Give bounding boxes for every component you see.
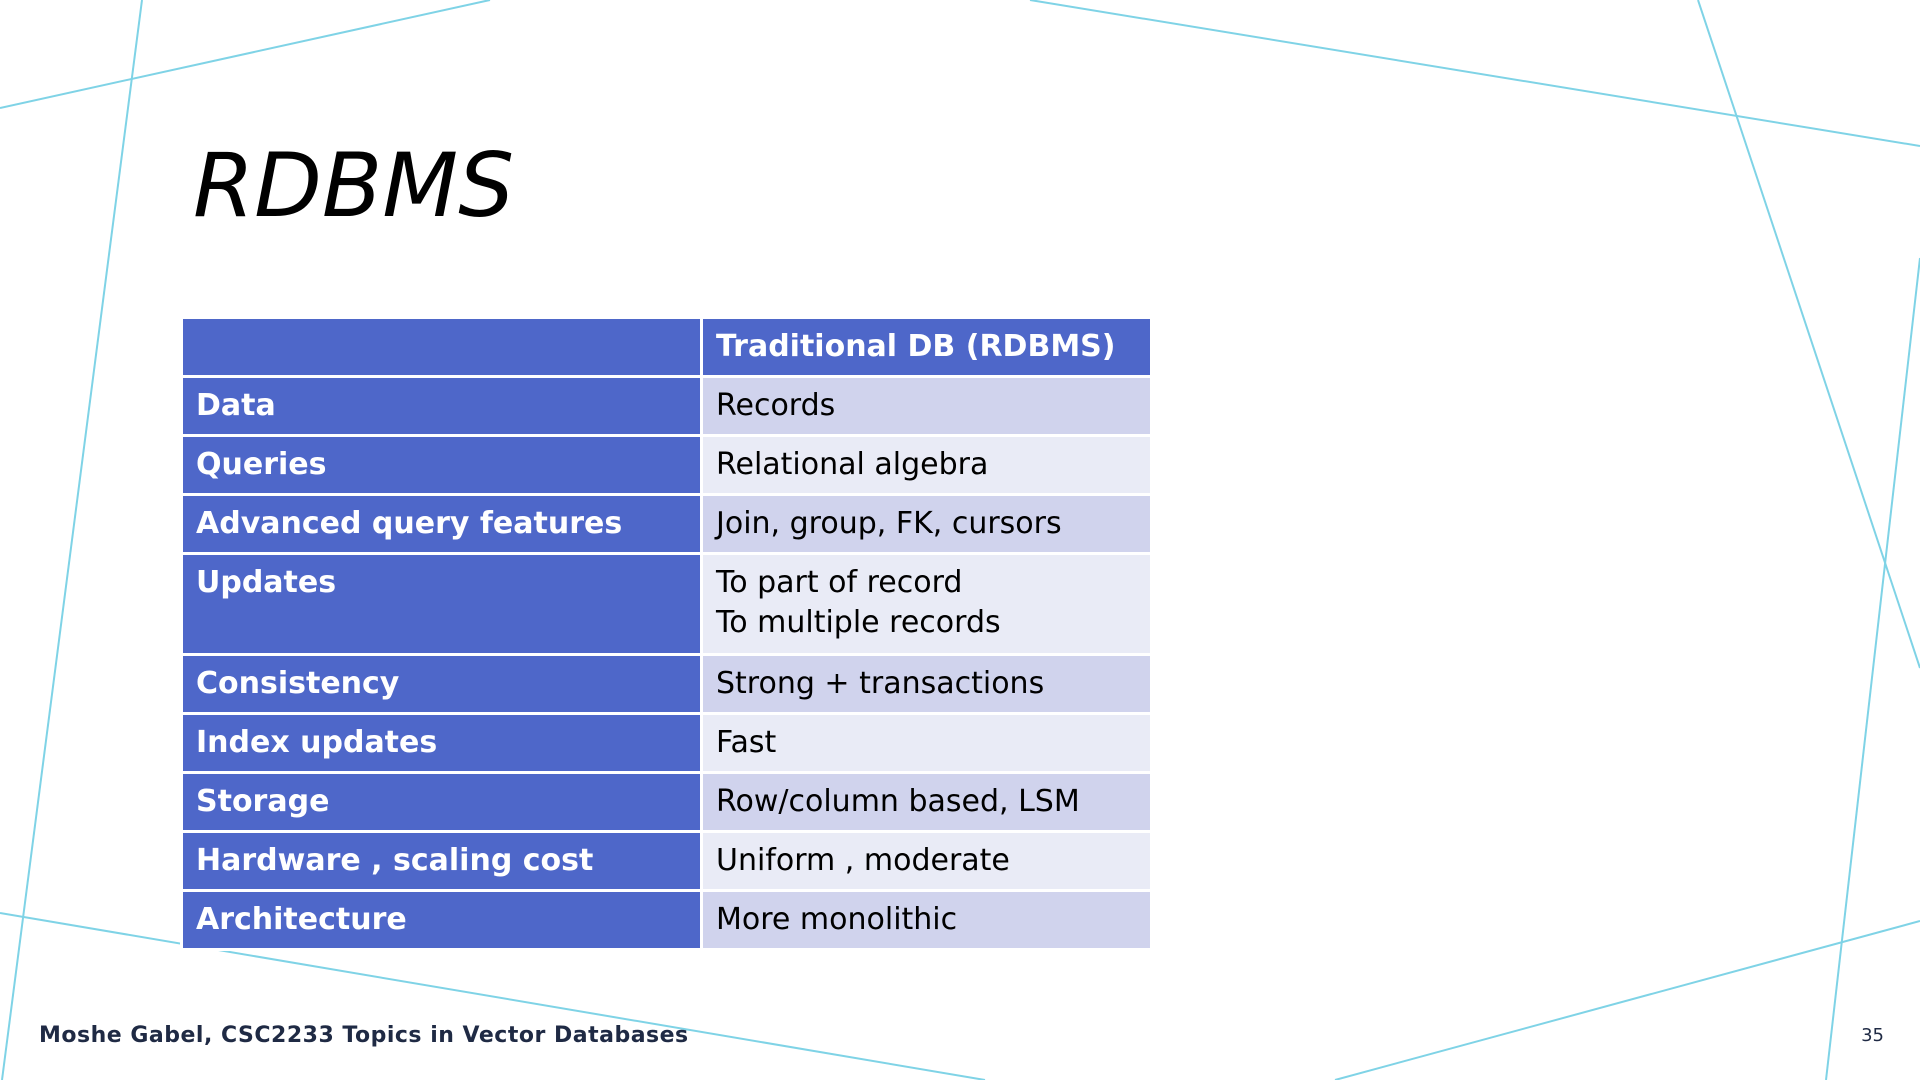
row-value: Records [700,375,1153,437]
row-value: Uniform , moderate [700,830,1153,892]
deco-line-4 [1697,0,1920,669]
deco-line-6 [0,912,986,1080]
table-header-rdbms: Traditional DB (RDBMS) [700,316,1153,378]
page-number: 35 [1861,1025,1884,1046]
table-header-row: Traditional DB (RDBMS) [180,316,1153,378]
row-label: Index updates [180,712,703,774]
deco-line-7 [1334,920,1920,1080]
table-row: Updates To part of record To multiple re… [180,552,1153,656]
row-value-line: Records [716,388,836,423]
comparison-table: Traditional DB (RDBMS) Data Records Quer… [180,316,1153,951]
row-value-line: Relational algebra [716,447,989,482]
table-row: Index updates Fast [180,712,1153,774]
deco-line-2 [1,0,143,1080]
row-label: Queries [180,434,703,496]
row-value-line: Row/column based, LSM [716,784,1080,819]
deco-line-5 [1825,257,1920,1080]
row-label: Storage [180,771,703,833]
table-row: Queries Relational algebra [180,434,1153,496]
row-label: Data [180,375,703,437]
row-value: Fast [700,712,1153,774]
deco-line-3 [1029,0,1920,147]
row-value-line: Strong + transactions [716,666,1045,701]
row-value: Strong + transactions [700,653,1153,715]
deco-line-1 [0,0,491,109]
row-value-line: More monolithic [716,902,958,937]
row-value-line: Uniform , moderate [716,843,1010,878]
row-label: Advanced query features [180,493,703,555]
row-value: To part of record To multiple records [700,552,1153,656]
row-label: Consistency [180,653,703,715]
table-row: Hardware , scaling cost Uniform , modera… [180,830,1153,892]
table-row: Advanced query features Join, group, FK,… [180,493,1153,555]
row-label: Hardware , scaling cost [180,830,703,892]
row-label: Updates [180,552,703,656]
row-value-line: To part of record [716,565,963,600]
row-value-line: To multiple records [716,605,1001,640]
row-value: More monolithic [700,889,1153,951]
table-row: Data Records [180,375,1153,437]
table-row: Architecture More monolithic [180,889,1153,951]
row-value: Row/column based, LSM [700,771,1153,833]
row-value-line: Join, group, FK, cursors [716,506,1062,541]
row-label: Architecture [180,889,703,951]
row-value: Join, group, FK, cursors [700,493,1153,555]
row-value-line: Fast [716,725,777,760]
table-row: Storage Row/column based, LSM [180,771,1153,833]
slide-footer: Moshe Gabel, CSC2233 Topics in Vector Da… [39,1023,689,1048]
slide-title: RDBMS [193,134,515,237]
table-header-blank [180,316,703,378]
row-value: Relational algebra [700,434,1153,496]
table-row: Consistency Strong + transactions [180,653,1153,715]
